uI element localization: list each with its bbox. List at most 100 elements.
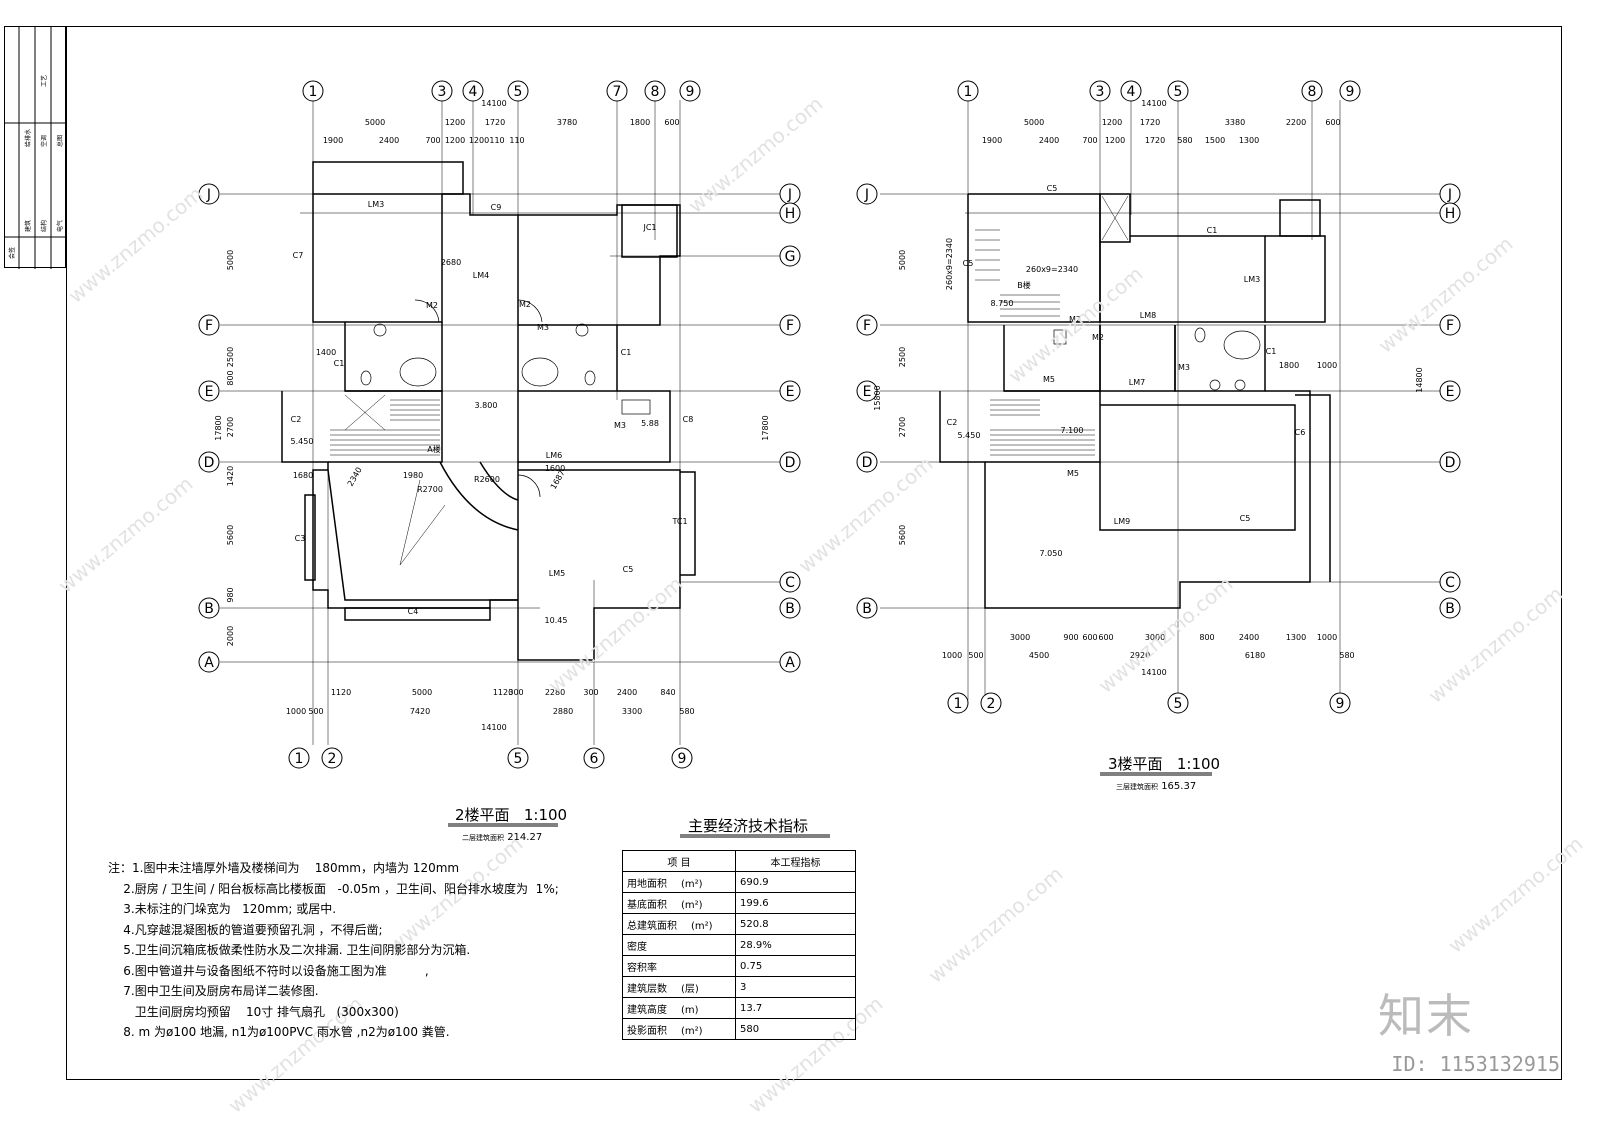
dim-total: 17800 xyxy=(761,415,770,440)
axis-label: F xyxy=(786,318,794,334)
econ-item-unit: (m²) xyxy=(681,899,703,911)
room-label: M2 xyxy=(519,300,531,309)
axis-label: 4 xyxy=(469,84,478,100)
econ-value: 520.8 xyxy=(735,913,856,935)
axis-bubble-col: 1 xyxy=(288,747,310,769)
room-label: 5.450 xyxy=(958,431,981,440)
floor3-plan xyxy=(880,100,1450,700)
axis-circle xyxy=(779,651,801,673)
room-label: LM5 xyxy=(549,569,565,578)
axis-bubble-row: A xyxy=(198,651,220,673)
room-label: C1 xyxy=(334,359,345,368)
dim-label: 1120 xyxy=(331,688,351,697)
dim-label: 5000 xyxy=(365,118,385,127)
econ-item: 建筑高度(m) xyxy=(622,997,736,1019)
axis-circle xyxy=(507,747,529,769)
axis-bubble-col: 2 xyxy=(321,747,343,769)
room-label: 1000 xyxy=(1317,361,1337,370)
note-line: 5.卫生间沉箱底板做柔性防水及二次排漏. 卫生间阴影部分为沉箱. xyxy=(108,943,471,957)
dim-label: 500 xyxy=(968,651,983,660)
side-label-4: 给排水 xyxy=(24,129,32,147)
dim-label: 1720 xyxy=(1145,136,1165,145)
axis-bubble-col: 5 xyxy=(507,80,529,102)
dim-label: 800 xyxy=(1199,633,1214,642)
room-label: C5 xyxy=(963,259,974,268)
axis-circle xyxy=(198,451,220,473)
axis-label: F xyxy=(205,318,213,334)
econ-item: 用地面积(m²) xyxy=(622,871,736,893)
econ-title-underline xyxy=(680,834,830,838)
dim-label: 1300 xyxy=(1239,136,1259,145)
dim-label: 1120 xyxy=(493,688,513,697)
room-label: M3 xyxy=(1178,363,1190,372)
note-line: 7.图中卫生间及厨房布局详二装修图. xyxy=(108,984,319,998)
axis-bubble-row: J xyxy=(856,183,878,205)
dim-label: 2500 xyxy=(226,347,235,367)
axis-circle xyxy=(679,80,701,102)
dim-label: 700 xyxy=(425,136,440,145)
axis-bubble-row: E xyxy=(1439,380,1461,402)
dim-label: 7420 xyxy=(410,707,430,716)
room-label: 5.88 xyxy=(641,419,659,428)
axis-bubble-row: D xyxy=(856,451,878,473)
econ-item-name: 密度 xyxy=(627,941,647,953)
side-label-5: 空调 xyxy=(40,135,48,147)
dim-label: 3000 xyxy=(1145,633,1165,642)
room-label: A楼 xyxy=(427,444,440,454)
axis-bubble-row: D xyxy=(779,451,801,473)
axis-bubble-col: 5 xyxy=(507,747,529,769)
dim-label: 1800 xyxy=(630,118,650,127)
side-label-1: 建筑 xyxy=(24,220,32,232)
room-label: LM8 xyxy=(1140,311,1156,320)
axis-circle xyxy=(779,597,801,619)
axis-label: H xyxy=(785,206,796,222)
dim-label: 2400 xyxy=(617,688,637,697)
dim-label: 1720 xyxy=(1140,118,1160,127)
room-label: M5 xyxy=(1067,469,1079,478)
axis-circle xyxy=(198,597,220,619)
axis-circle xyxy=(856,597,878,619)
room-label: C1 xyxy=(1266,347,1277,356)
axis-label: 1 xyxy=(295,751,304,767)
dim-label: 3000 xyxy=(1010,633,1030,642)
floor3-title: 3楼平面 1:100 xyxy=(1108,755,1221,773)
room-label: C8 xyxy=(683,415,694,424)
axis-bubble-row: E xyxy=(198,380,220,402)
axis-circle xyxy=(1301,80,1323,102)
axis-label: E xyxy=(863,384,872,400)
floor3-walls xyxy=(939,193,1331,609)
watermark-id: ID: 1153132915 xyxy=(1391,1052,1560,1076)
room-label: M2 xyxy=(1092,333,1104,342)
note-line: 3.未标注的门垛宽为 120mm; 或居中. xyxy=(108,902,337,916)
dim-label: 1720 xyxy=(485,118,505,127)
axis-label: 6 xyxy=(590,751,599,767)
dim-label: 1200 xyxy=(1105,136,1125,145)
axis-bubble-row: D xyxy=(1439,451,1461,473)
dim-label: 5600 xyxy=(226,525,235,545)
axis-circle xyxy=(1329,692,1351,714)
econ-item: 总建筑面积(m²) xyxy=(622,913,736,935)
axis-circle xyxy=(302,80,324,102)
axis-bubble-col: 7 xyxy=(606,80,628,102)
room-label: B楼 xyxy=(1017,280,1031,290)
axis-circle xyxy=(1167,80,1189,102)
econ-item: 建筑层数(层) xyxy=(622,976,736,998)
axis-circle xyxy=(462,80,484,102)
axis-label: 4 xyxy=(1127,84,1136,100)
room-label: LM9 xyxy=(1114,517,1130,526)
econ-item: 密度 xyxy=(622,934,736,956)
room-label: 7.100 xyxy=(1061,426,1084,435)
watermark-text: www.znzmo.com xyxy=(544,572,688,698)
axis-bubble-row: G xyxy=(779,245,801,267)
axis-label: 2 xyxy=(987,696,996,712)
side-label-3: 电气 xyxy=(56,220,64,232)
econ-value: 13.7 xyxy=(735,997,856,1019)
econ-item-name: 投影面积 xyxy=(627,1025,667,1037)
axis-bubble-row: B xyxy=(1439,597,1461,619)
floor2-walls xyxy=(281,161,696,661)
axis-label: E xyxy=(786,384,795,400)
axis-bubble-col: 5 xyxy=(1167,692,1189,714)
axis-bubble-col: 5 xyxy=(1167,80,1189,102)
econ-table-row: 总建筑面积(m²)520.8 xyxy=(622,913,856,935)
